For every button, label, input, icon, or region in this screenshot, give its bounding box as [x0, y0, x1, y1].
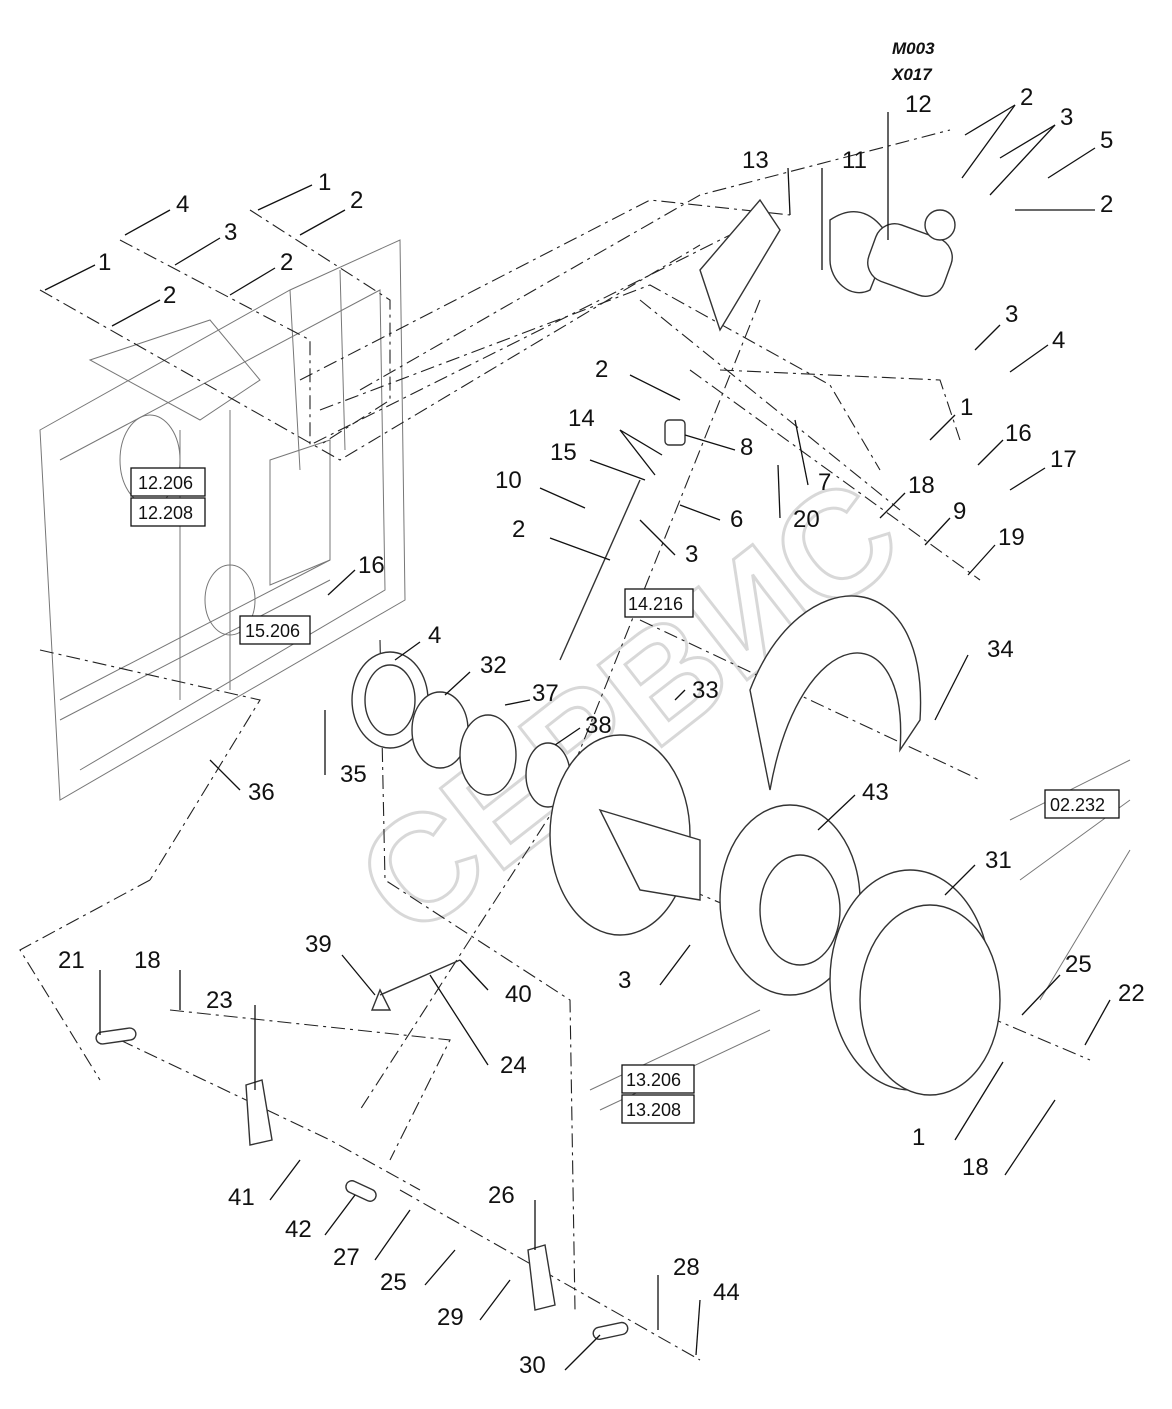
callout-39: 43 [862, 779, 889, 806]
callout-38: 34 [987, 636, 1014, 663]
callout-1: 22 [1118, 980, 1145, 1007]
callout-22: 24 [500, 1052, 527, 1079]
callout-21: 39 [305, 931, 332, 958]
callout-12: 12 [905, 91, 932, 118]
ref-box-12-206 [130, 467, 206, 497]
callout-25: 23 [206, 987, 233, 1014]
callout-2: 2 [280, 249, 293, 276]
callout-15: 8 [740, 434, 753, 461]
callout-3: 3 [224, 219, 237, 246]
callout-5: 5 [1100, 127, 1113, 154]
callout-3: 25 [1065, 951, 1092, 978]
callout-31: 36 [248, 779, 275, 806]
callout-16: 3 [685, 541, 698, 568]
callout-18: 3 [618, 967, 631, 994]
ref-box-13-206 [621, 1064, 695, 1094]
callout-41: 1 [912, 1124, 925, 1151]
ref-12-206: 12.206 [138, 473, 193, 493]
callout-16: 14 [568, 405, 595, 432]
callout-26: 41 [228, 1184, 255, 1211]
callout-6: 17 [1050, 446, 1077, 473]
callout-1: 1 [98, 249, 111, 276]
callout-3: 9 [953, 498, 966, 525]
callout-8: 1 [960, 394, 973, 421]
motor-assembly [699, 198, 956, 332]
callout-28: 27 [333, 1244, 360, 1271]
ref-box-02-232 [1044, 789, 1120, 819]
callout-18: 6 [730, 506, 743, 533]
ref-14-216: 14.216 [628, 594, 683, 614]
callout-20: 10 [495, 467, 522, 494]
ref-box-12-208 [130, 497, 206, 527]
callout-27: 42 [285, 1216, 312, 1243]
callout-11: 11 [842, 147, 867, 174]
callout-4: 2 [1100, 191, 1113, 218]
callout-37: 33 [692, 677, 719, 704]
callout-43: 35 [340, 761, 367, 788]
callout-9: 20 [793, 506, 820, 533]
callout-24: 18 [134, 947, 161, 974]
pulley-assembly [351, 419, 1131, 1111]
model-code-1: M003 [892, 39, 935, 58]
ref-13-206: 13.206 [626, 1070, 681, 1090]
callout-36: 38 [585, 712, 612, 739]
callout-2: 2 [1020, 84, 1033, 111]
callout-3: 3 [1060, 104, 1073, 131]
callout-4: 19 [998, 524, 1025, 551]
ref-15-206: 15.206 [245, 621, 300, 641]
callout-29: 28 [673, 1254, 700, 1281]
ref-12-208: 12.208 [138, 503, 193, 523]
callout-7: 16 [1005, 420, 1032, 447]
ref-box-15-206 [239, 615, 311, 645]
callout-40: 31 [985, 847, 1012, 874]
callout-1: 4 [1052, 327, 1065, 354]
ref-box-13-208 [621, 1094, 695, 1124]
callout-2: 3 [1005, 301, 1018, 328]
callout-23: 21 [58, 947, 85, 974]
callout-23: 30 [519, 1352, 546, 1379]
callout-10: 7 [818, 469, 831, 496]
callout-19: 2 [512, 516, 525, 543]
callout-17: 15 [550, 439, 577, 466]
ref-13-208: 13.208 [626, 1100, 681, 1120]
callout-14: 2 [595, 356, 608, 383]
callouts: 1 2 4 3 2 1 2 13 11 12 2 3 5 2 3 4 2 [44, 84, 1145, 1379]
callout-42: 18 [962, 1154, 989, 1181]
linkage-assembly [95, 959, 629, 1340]
callout-44: 25 [380, 1269, 407, 1296]
model-code-2: X017 [891, 65, 933, 84]
ref-02-232: 02.232 [1050, 795, 1105, 815]
frame-housing [39, 239, 406, 801]
callout-32: 16 [358, 552, 385, 579]
callout-2: 2 [350, 187, 363, 214]
callout-2: 2 [163, 282, 176, 309]
callout-25: 26 [488, 1182, 515, 1209]
ref-box-14-216 [624, 588, 694, 618]
callout-13: 13 [742, 147, 769, 174]
callout-18: 40 [505, 981, 532, 1008]
callout-26: 29 [437, 1304, 464, 1331]
callout-30: 44 [713, 1279, 740, 1306]
callout-34: 32 [480, 652, 507, 679]
callout-33: 4 [428, 622, 441, 649]
callout-2: 18 [908, 472, 935, 499]
callout-4: 4 [176, 191, 189, 218]
callout-1: 1 [318, 169, 331, 196]
callout-35: 37 [532, 680, 559, 707]
reference-boxes: 12.206 12.208 15.206 14.216 02.232 13.20… [130, 467, 1120, 1124]
